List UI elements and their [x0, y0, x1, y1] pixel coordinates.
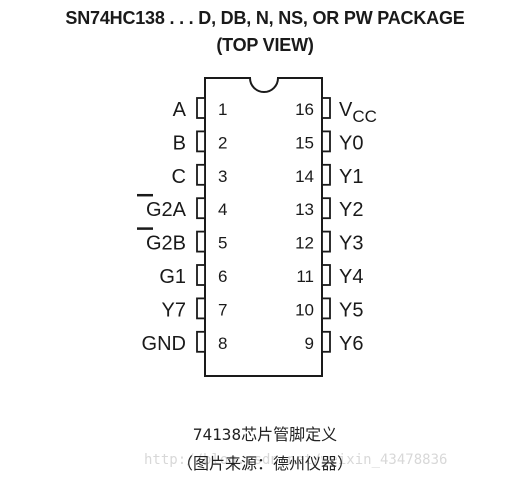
pin-name: G2B: [146, 233, 186, 255]
pin-name: Y3: [339, 233, 363, 255]
left-pin-7: 7 Y7: [162, 297, 227, 321]
pin-lead: [321, 130, 331, 153]
pin-name: Y6: [339, 333, 363, 355]
pin-name: A: [173, 99, 187, 121]
left-pin-4: 4 G2A: [137, 193, 227, 221]
pin-lead: [196, 264, 206, 286]
pin-lead: [196, 230, 206, 253]
pin-name: VCC: [339, 99, 377, 126]
pin-name: Y5: [339, 299, 363, 321]
pin-name: B: [173, 132, 186, 154]
pin-number: 10: [295, 300, 314, 319]
right-pin-13: 13 Y2: [295, 197, 363, 221]
watermark-url: http://blog.csdn.net/weixin_43478836: [144, 452, 448, 468]
pin-number: 6: [218, 267, 227, 286]
pin-number: 15: [295, 133, 314, 152]
pin-name: GND: [142, 333, 186, 355]
pin-number: 1: [218, 100, 227, 119]
right-pin-10: 10 Y5: [295, 297, 363, 321]
pin-number: 14: [295, 167, 314, 186]
right-pin-12: 12 Y3: [295, 230, 363, 255]
pin-lead: [196, 97, 206, 119]
chip-body-outline: [204, 77, 323, 377]
pin-lead: [321, 197, 331, 220]
diagram-title: SN74HC138 . . . D, DB, N, NS, OR PW PACK…: [65, 8, 465, 28]
pin-lead: [196, 163, 206, 186]
left-pin-3: 3C: [172, 163, 227, 188]
pin-number: 11: [296, 267, 314, 286]
caption-source: （图片来源：德州仪器）: [176, 454, 353, 473]
pin-number: 13: [295, 200, 314, 219]
pin-number: 3: [218, 167, 227, 186]
pin-name: Y4: [339, 266, 363, 288]
pin-lead: [321, 264, 331, 286]
pin-number: 4: [218, 200, 227, 219]
right-pin-15: 15 Y0: [295, 130, 363, 154]
pin-number: 8: [218, 334, 227, 353]
pin-name: G1: [159, 266, 186, 288]
pin-lead: [196, 197, 206, 220]
pin-lead: [321, 330, 331, 353]
pin-lead: [196, 130, 206, 153]
pin-name: G2A: [146, 199, 187, 221]
pin-number: 16: [295, 100, 314, 119]
caption-title: 74138芯片管脚定义: [192, 425, 338, 444]
pin-lead: [321, 97, 331, 119]
pin-lead: [196, 330, 206, 353]
pin-name: Y2: [339, 199, 363, 221]
pin-number: 7: [218, 300, 227, 319]
pin-number: 12: [295, 234, 314, 253]
pin-name: C: [172, 166, 186, 188]
diagram-subtitle: (TOP VIEW): [216, 35, 314, 55]
left-pin-8: 8 GND: [142, 330, 227, 355]
pin-number: 5: [218, 234, 227, 253]
pin-name: Y7: [162, 299, 186, 321]
pin-number: 2: [218, 133, 227, 152]
pin-lead: [196, 297, 206, 320]
pin-lead: [321, 297, 331, 320]
right-pin-11: 11 Y4: [296, 264, 363, 288]
left-pin-6: 6 G1: [159, 264, 227, 288]
pin-lead: [321, 230, 331, 253]
pin-name: Y1: [339, 166, 363, 188]
left-pin-2: 2B: [173, 130, 227, 154]
pin-name-subscript: CC: [352, 107, 377, 126]
right-pin-14: 14 Y1: [295, 163, 363, 188]
pin-number: 9: [305, 334, 314, 353]
left-pin-1: 1A: [173, 97, 227, 121]
left-pin-5: 5 G2B: [137, 227, 227, 255]
right-pin-9: 9 Y6: [305, 330, 363, 355]
pin-lead: [321, 163, 331, 186]
pin-name: Y0: [339, 132, 363, 154]
